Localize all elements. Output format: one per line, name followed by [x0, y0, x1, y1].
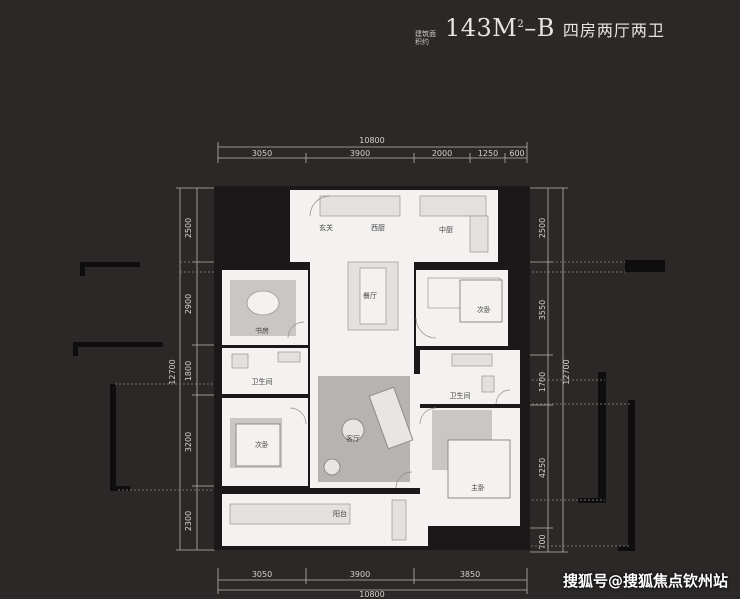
- room-label-bedroom-2a: 次卧: [477, 305, 491, 314]
- left-dim-5: 2300: [184, 511, 193, 531]
- top-dim-5: 600: [509, 149, 524, 158]
- right-dim-3: 1700: [538, 372, 547, 392]
- top-dim-1: 3050: [252, 149, 272, 158]
- left-dim-4: 3200: [184, 432, 193, 452]
- left-dim-1: 2500: [184, 218, 193, 238]
- room-label-chinese-kitchen: 中厨: [439, 225, 453, 234]
- room-label-western-kitchen: 西厨: [371, 224, 385, 232]
- floor-plan-body: [214, 186, 530, 550]
- room-label-balcony: 阳台: [333, 509, 347, 518]
- room-label-dining: 餐厅: [363, 291, 377, 300]
- left-total-dim: 12700: [168, 359, 177, 384]
- plan-title: 建筑面积约 143M2–B 四房两厅两卫: [415, 14, 665, 46]
- outer-frame-lines: [73, 260, 665, 551]
- room-label-bedroom-left: 次卧: [255, 440, 269, 449]
- right-dim-5: 700: [538, 534, 547, 549]
- right-dim-4: 4250: [538, 458, 547, 478]
- room-label-bathroom-right: 卫生间: [450, 391, 471, 400]
- room-label-entrance: 玄关: [319, 223, 333, 232]
- left-dimension-lines: [176, 187, 215, 551]
- area-caption: 建筑面积约: [415, 30, 436, 46]
- top-dim-2: 3900: [350, 149, 370, 158]
- left-dim-2: 2900: [184, 294, 193, 314]
- right-total-dim: 12700: [562, 359, 571, 384]
- bottom-dimension-lines: [217, 568, 528, 594]
- top-dim-4: 1250: [478, 149, 498, 158]
- room-label-living: 客厅: [346, 434, 360, 443]
- top-dim-3: 2000: [432, 149, 452, 158]
- left-dim-3: 1800: [184, 361, 193, 381]
- bottom-total-dim: 10800: [359, 590, 384, 599]
- area-value: 143M2–B: [445, 14, 555, 42]
- right-dim-1: 2500: [538, 218, 547, 238]
- watermark: 搜狐号@搜狐焦点钦州站: [562, 572, 728, 590]
- right-dim-2: 3550: [538, 300, 547, 320]
- top-dimension-lines: [217, 142, 528, 163]
- bottom-dim-2: 3900: [350, 570, 370, 579]
- room-label-study: 书房: [255, 326, 269, 335]
- bottom-dim-3: 3850: [460, 570, 480, 579]
- room-label-master: 主卧: [471, 483, 485, 492]
- bottom-dim-1: 3050: [252, 570, 272, 579]
- layout-type: 四房两厅两卫: [562, 21, 665, 40]
- right-dimension-lines: [530, 187, 568, 553]
- room-label-bathroom-left: 卫生间: [252, 377, 273, 386]
- top-total-dim: 10800: [359, 136, 384, 145]
